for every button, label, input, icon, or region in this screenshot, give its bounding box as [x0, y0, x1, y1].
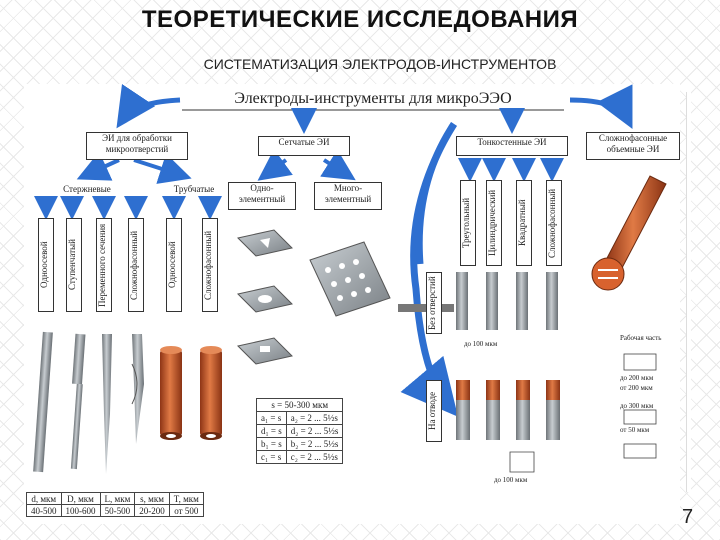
mesh-multi: Много-элементный	[314, 182, 382, 210]
params-header: s = 50-300 мкм	[255, 398, 344, 412]
params-cell: a₂ = 2 ... 5½s	[285, 411, 344, 425]
slide-title: ТЕОРЕТИЧЕСКИЕ ИССЛЕДОВАНИЯ	[141, 6, 579, 33]
thinwall-electrodes	[456, 272, 558, 330]
rod-electrodes	[33, 331, 144, 474]
arrow-to-microholes	[116, 83, 181, 129]
annotation-4: от 200 мкм	[620, 384, 653, 392]
rod-subtype-variable: Переменного сечения	[96, 218, 112, 312]
rod-subtype-complex: Сложнофасонный	[128, 218, 144, 312]
thinwall-triangular: Треугольный	[460, 180, 476, 266]
dimensions-table: d, мкм D, мкм L, мкм s, мкм T, мкм 40-50…	[26, 492, 204, 517]
category-mesh: Сетчатые ЭИ	[258, 136, 350, 156]
thinwall-complex: Сложнофасонный	[546, 180, 562, 266]
page-number: 7	[682, 506, 694, 528]
thinwall-copper-tips	[456, 380, 560, 440]
classification-diagram	[33, 83, 667, 474]
rod-subtype-stepped: Ступенчатый	[66, 218, 82, 312]
dims-header: d, мкм	[26, 492, 62, 505]
thinwall-square: Квадратный	[516, 180, 532, 266]
type-rod: Стержневые	[52, 184, 122, 196]
dims-header: D, мкм	[60, 492, 101, 505]
tube-subtype-complex: Сложнофасонный	[202, 218, 218, 312]
dims-value: 100-600	[60, 504, 101, 517]
params-cell: a₁ = s	[256, 411, 287, 425]
tube-electrodes	[160, 346, 222, 440]
single-element-meshes	[237, 229, 293, 365]
category-thinwall: Тонкостенные ЭИ	[456, 136, 568, 156]
annotation-1: до 100 мкм	[464, 340, 498, 348]
params-cell: d₁ = s	[256, 424, 287, 438]
dims-value: 40-500	[26, 504, 62, 517]
dims-header: s, мкм	[134, 492, 170, 505]
params-cell: d₂ = 2 ... 5½s	[285, 424, 344, 438]
category-microholes: ЭИ для обработки микроотверстий	[86, 132, 188, 160]
annotation-2: Рабочая часть	[620, 334, 662, 342]
params-cell: c₂ = 2 ... 5½s	[285, 450, 344, 464]
tube-subtype-uniaxial: Одноосевой	[166, 218, 182, 312]
dims-header: L, мкм	[99, 492, 136, 505]
annotation-6: до 300 мкм	[620, 402, 654, 410]
category-complex: Сложнофасонные объемные ЭИ	[586, 132, 680, 160]
technical-drawings	[509, 353, 657, 473]
root-label: Электроды-инструменты для микроЭЭО	[182, 90, 564, 108]
annotation-5: от 50 мкм	[620, 426, 650, 434]
params-cell: b₁ = s	[256, 437, 287, 451]
multi-element-mesh	[309, 241, 391, 317]
annotation-3: до 200 мкм	[620, 374, 654, 382]
params-cell: b₂ = 2 ... 5½s	[285, 437, 344, 451]
params-cell: c₁ = s	[256, 450, 287, 464]
arrow-curve-upper	[415, 122, 457, 265]
arrow-to-complex	[569, 84, 633, 129]
thinwall-cylindrical: Цилиндрический	[486, 180, 502, 266]
dims-header: T, мкм	[168, 492, 204, 505]
complex-volumetric-electrode	[591, 175, 667, 291]
label-on-offset: На отводе	[426, 380, 442, 442]
electrode-classification-figure: Электроды-инструменты для микроЭЭО ЭИ дл…	[24, 83, 680, 524]
type-tube: Трубчатые	[164, 184, 224, 196]
dims-value: 20-200	[134, 504, 170, 517]
slide-subtitle: СИСТЕМАТИЗАЦИЯ ЭЛЕКТРОДОВ-ИНСТРУМЕНТОВ	[203, 56, 557, 72]
right-divider	[686, 92, 691, 492]
dims-value: от 500	[168, 504, 204, 517]
annotation-7: до 100 мкм	[494, 476, 528, 484]
label-no-holes: Без отверстий	[426, 272, 442, 334]
dims-value: 50-500	[99, 504, 136, 517]
rod-subtype-uniaxial: Одноосевой	[38, 218, 54, 312]
mesh-single: Одно-элементный	[228, 182, 296, 210]
